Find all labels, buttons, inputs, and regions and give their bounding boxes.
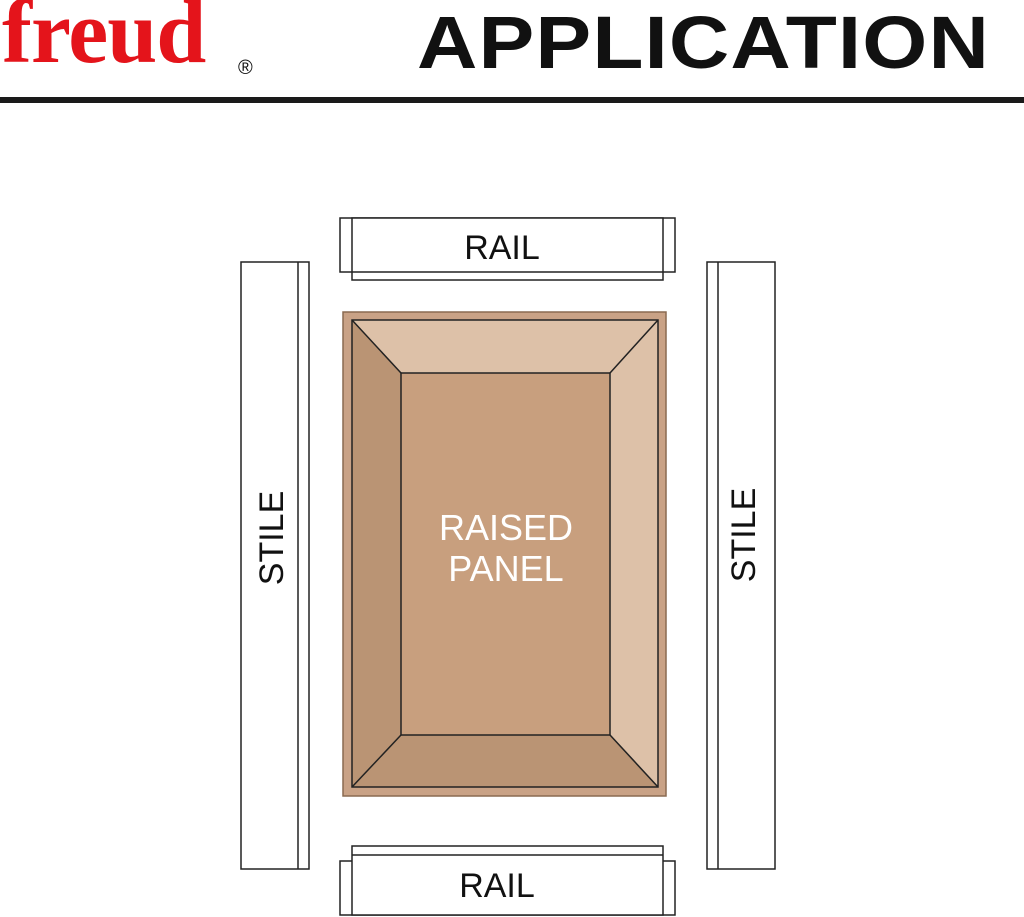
panel-field-border bbox=[400, 372, 611, 736]
right-stile-label: STILE bbox=[725, 488, 763, 582]
panel-inner-border bbox=[351, 319, 659, 788]
top-rail-body bbox=[351, 217, 664, 281]
bevel-corner-br bbox=[609, 734, 659, 788]
panel-label-line1: RAISED bbox=[439, 507, 573, 548]
panel-field bbox=[401, 373, 610, 735]
header-divider bbox=[0, 97, 1024, 103]
bottom-rail-label: RAIL bbox=[459, 867, 535, 905]
bevel-right bbox=[610, 320, 658, 787]
bottom-rail: RAIL bbox=[339, 845, 676, 916]
bevel-corner-tl bbox=[351, 319, 402, 374]
bevel-bottom bbox=[352, 735, 658, 787]
panel-label-line2: PANEL bbox=[448, 548, 563, 589]
top-rail: RAIL bbox=[339, 217, 676, 281]
bottom-rail-body bbox=[351, 845, 664, 916]
bevel-left bbox=[352, 320, 401, 787]
registered-mark: ® bbox=[238, 57, 253, 79]
left-stile: STILE bbox=[240, 261, 310, 870]
bevel-top bbox=[352, 320, 658, 373]
bevel-corner-tr bbox=[609, 319, 659, 374]
left-stile-label: STILE bbox=[253, 491, 291, 585]
freud-logo: freud bbox=[2, 0, 206, 82]
header: freud ® APPLICATION bbox=[0, 0, 1024, 104]
page-title: APPLICATION bbox=[417, 1, 990, 84]
top-rail-label: RAIL bbox=[464, 229, 540, 267]
right-stile: STILE bbox=[706, 261, 776, 870]
bevel-corner-bl bbox=[351, 734, 402, 788]
raised-panel: RAISED PANEL bbox=[342, 311, 667, 797]
